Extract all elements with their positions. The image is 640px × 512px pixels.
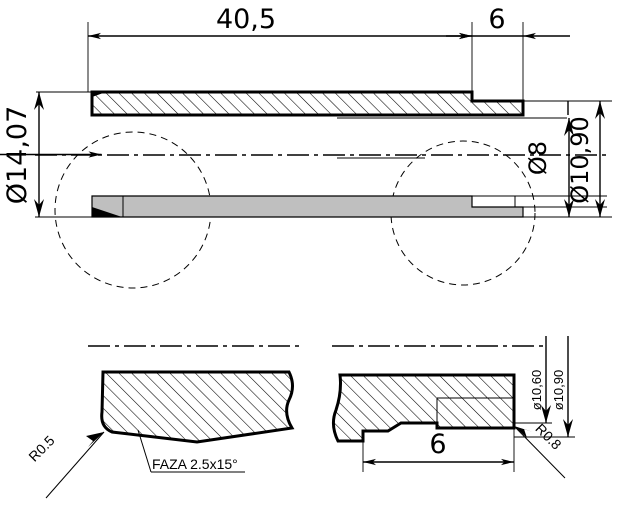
dimension-overall-length: 40,5 [88, 4, 472, 40]
dimension-detail-diameter-small-label: ø10,60 [529, 370, 544, 410]
detail-circle-right [390, 140, 536, 286]
dimension-bore-diameter-label: Ø8 [524, 141, 552, 175]
annotation-chamfer-note-label: FAZA 2.5x15° [152, 456, 238, 472]
section-body-hatched [90, 90, 525, 117]
dimension-bore-diameter: Ø8 [337, 101, 574, 217]
detail-view-left: R0.5 FAZA 2.5x15° [25, 345, 300, 499]
dimension-step-length-top-label: 6 [488, 4, 505, 35]
dimension-outer-diameter-label: Ø14,07 [2, 106, 33, 205]
outline-chamfer-wedge [92, 207, 122, 217]
top-half-section-view: 40,5 6 Ø14,07 [0, 4, 612, 218]
dimension-overall-length-label: 40,5 [216, 4, 276, 35]
leader-chamfer-note: FAZA 2.5x15° [137, 429, 245, 473]
dimension-detail-diameter-small: ø10,60 [514, 336, 552, 424]
dimension-detail-step-length-label: 6 [429, 429, 446, 460]
middle-outline-view [35, 131, 607, 289]
detail-left-body-hatched [100, 370, 295, 444]
dimension-detail-diameter-large-label: ø10,90 [551, 370, 566, 410]
dimension-detail-diameter-large: ø10,90 [514, 336, 575, 438]
dimension-detail-step-length: 6 [362, 428, 515, 472]
outline-body-grey [91, 195, 524, 218]
detail-view-right: 6 ø10,60 ø10,90 R0.8 [331, 336, 575, 479]
left-chamfer-facet [92, 92, 106, 97]
dimension-step-length-top: 6 [446, 4, 570, 40]
dimension-shoulder-diameter-label: Ø10,90 [566, 116, 594, 204]
detail-right-body-hatched [331, 373, 516, 443]
